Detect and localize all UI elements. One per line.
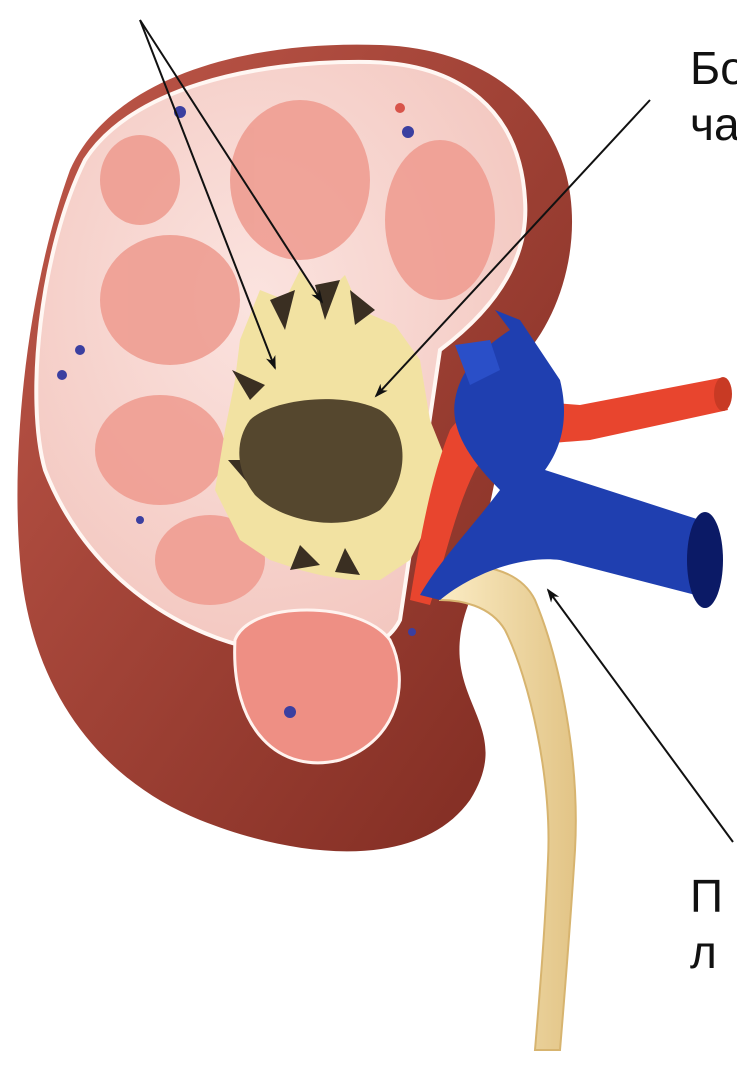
label-bottom-right-line1: П bbox=[690, 868, 723, 924]
label-top-right-line1: Бо bbox=[690, 40, 737, 96]
vein-end bbox=[687, 512, 723, 608]
artery-end bbox=[714, 377, 732, 411]
label-bottom-right: П л bbox=[690, 868, 723, 980]
label-top-right: Бо ча bbox=[690, 40, 737, 152]
label-bottom-right-line2: л bbox=[690, 924, 723, 980]
label-top-right-line2: ча bbox=[690, 96, 737, 152]
